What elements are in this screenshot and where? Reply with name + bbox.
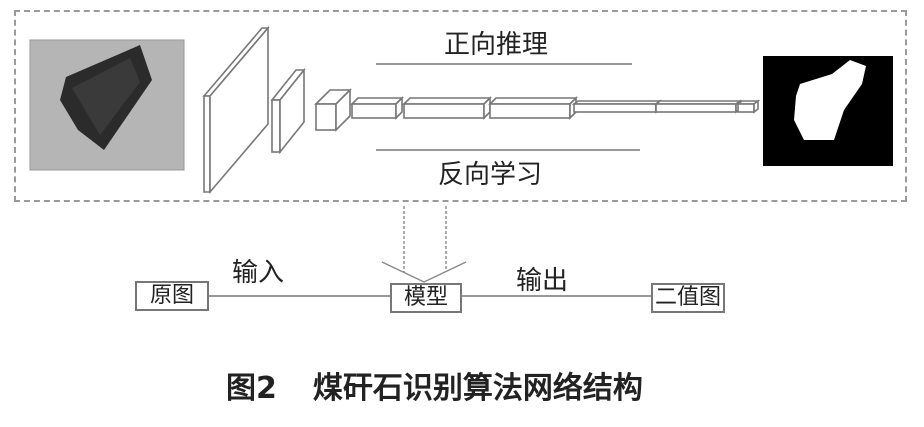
figure-number: 图2 bbox=[226, 371, 277, 406]
down-arrow bbox=[381, 206, 467, 283]
input-label: 输入 bbox=[232, 258, 285, 288]
network-layers bbox=[202, 25, 761, 195]
layer-8 bbox=[653, 99, 743, 114]
figure-caption: 图2 煤矸石识别算法网络结构 bbox=[226, 372, 643, 406]
mask-shape bbox=[794, 60, 866, 140]
output-label: 输出 bbox=[516, 266, 569, 296]
figure-title: 煤矸石识别算法网络结构 bbox=[312, 371, 643, 406]
layer-6 bbox=[488, 96, 578, 120]
output-mask bbox=[763, 56, 893, 166]
network-frame bbox=[14, 10, 907, 202]
layer-1 bbox=[202, 25, 270, 195]
model-box: 模型 bbox=[390, 283, 462, 313]
layer-3 bbox=[314, 88, 352, 132]
input-image bbox=[29, 39, 185, 171]
binary-image-box: 二值图 bbox=[651, 283, 725, 313]
original-image-box: 原图 bbox=[135, 281, 209, 311]
layer-9 bbox=[735, 99, 761, 114]
forward-inference-label: 正向推理 bbox=[444, 30, 549, 60]
layer-7 bbox=[571, 99, 663, 114]
layer-2 bbox=[270, 67, 306, 155]
layer-5 bbox=[402, 96, 492, 120]
backward-learning-label: 反向学习 bbox=[438, 160, 543, 190]
layer-4 bbox=[350, 96, 404, 120]
